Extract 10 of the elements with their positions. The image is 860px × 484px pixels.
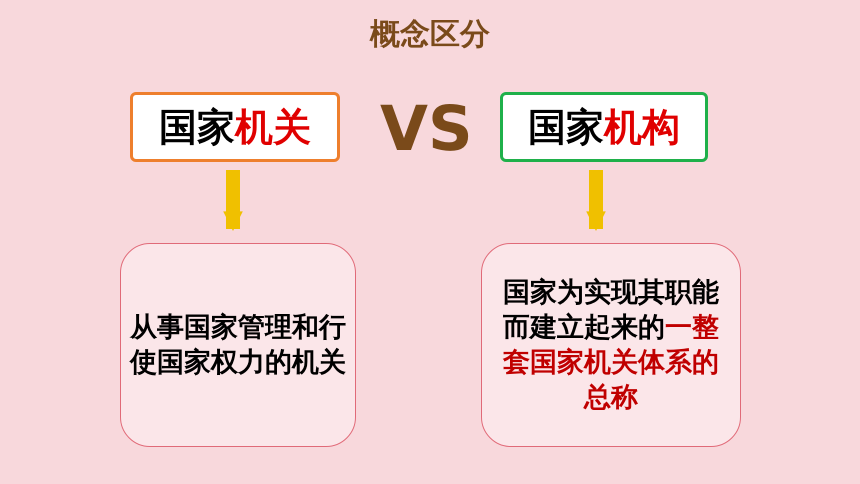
arrow — [586, 170, 606, 231]
arrow — [223, 170, 243, 231]
definition-text: 国家为实现其职能而建立起来的一整套国家机关体系的总称 — [502, 276, 720, 416]
vs-label: VS — [380, 92, 470, 165]
term-box: 国家机关 — [130, 92, 340, 162]
definition-text: 从事国家管理和行使国家权力的机关 — [128, 310, 347, 380]
definition-box — [481, 243, 741, 447]
term-box: 国家机构 — [500, 92, 708, 162]
definition-box — [120, 243, 356, 447]
title: 概念区分 — [368, 16, 491, 54]
